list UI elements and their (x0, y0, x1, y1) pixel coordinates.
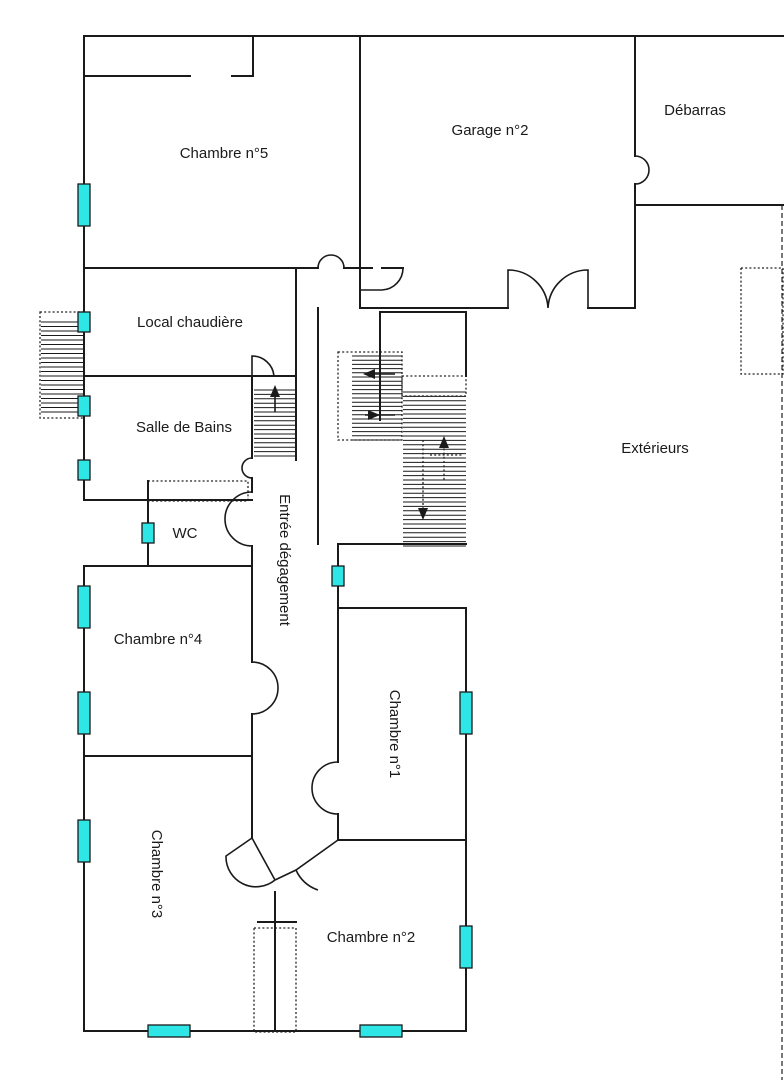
label-chambre2: Chambre n°2 (327, 929, 416, 946)
outline-exterior-box (740, 267, 784, 375)
window-chambre1 (459, 691, 473, 735)
window-chambre4-2 (77, 691, 91, 735)
label-local-chaudiere: Local chaudière (137, 314, 243, 331)
window-chambre2 (459, 925, 473, 969)
label-garage2: Garage n°2 (452, 122, 529, 139)
label-wc: WC (173, 525, 198, 542)
door-wc (224, 491, 253, 547)
door-chambre1 (311, 761, 339, 815)
label-entree: Entrée dégagement (276, 494, 293, 627)
door-chambre3 (225, 837, 276, 888)
stair-central-upper (337, 351, 403, 441)
window-chambre4-1 (77, 585, 91, 629)
label-chambre1: Chambre n°1 (386, 690, 403, 779)
label-debarras: Débarras (664, 102, 726, 119)
window-local-chaudiere (77, 311, 91, 333)
label-salle-de-bains: Salle de Bains (136, 419, 232, 436)
window-bottom-left (147, 1024, 191, 1038)
label-chambre5: Chambre n°5 (180, 145, 269, 162)
outline-wc-top (147, 480, 249, 502)
window-wc (141, 522, 155, 544)
window-sdb-2 (77, 459, 91, 481)
walls (83, 35, 784, 1032)
room-labels: Chambre n°5 Garage n°2 Débarras Local ch… (114, 102, 726, 946)
door-corridor-top (317, 254, 345, 269)
label-exterieurs: Extérieurs (621, 440, 689, 457)
door-garage-inner (381, 267, 404, 291)
window-bottom-right (359, 1024, 403, 1038)
window-corridor (331, 565, 345, 587)
window-chambre5 (77, 183, 91, 227)
door-sdb-stair (251, 355, 275, 377)
window-chambre3 (77, 819, 91, 863)
door-chambre2 (274, 839, 339, 891)
label-chambre4: Chambre n°4 (114, 631, 203, 648)
stair-salle-de-bains (254, 385, 296, 457)
door-sdb (241, 457, 253, 479)
door-garage-double (507, 269, 589, 309)
door-debarras (634, 155, 650, 185)
stair-left-exterior (39, 311, 85, 419)
window-sdb-1 (77, 395, 91, 417)
door-chambre4 (251, 661, 279, 715)
doors (224, 155, 650, 891)
windows (77, 183, 473, 1038)
label-chambre3: Chambre n°3 (148, 830, 165, 919)
stair-central-lower (401, 375, 467, 547)
